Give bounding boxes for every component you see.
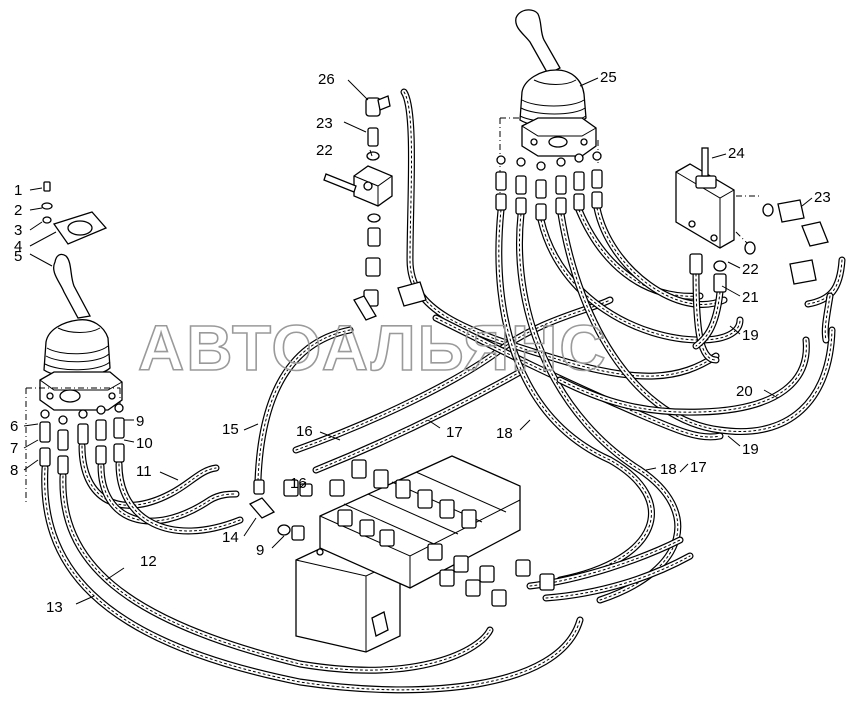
callout-c18a: 18	[496, 425, 513, 442]
callout-c15: 15	[222, 421, 239, 438]
callout-c10: 10	[136, 435, 153, 452]
callout-c9b: 9	[256, 542, 264, 559]
hose-5	[115, 460, 244, 535]
callout-c25: 25	[600, 69, 617, 86]
callout-c16a: 16	[296, 423, 313, 440]
callout-c11: 11	[136, 463, 152, 480]
hose-11	[495, 206, 655, 584]
hose-group	[41, 88, 846, 694]
callout-c19a: 19	[742, 327, 759, 344]
callout-c3: 3	[14, 222, 22, 239]
callout-c23a: 23	[316, 115, 333, 132]
hose-1	[41, 464, 584, 694]
hose-4	[97, 462, 240, 525]
callout-c2: 2	[14, 202, 22, 219]
hose-21	[821, 292, 834, 344]
hose-9	[312, 368, 524, 474]
hose-17	[593, 204, 728, 308]
leader-lines	[23, 77, 813, 605]
left-joystick	[25, 253, 125, 505]
callout-c22b: 22	[742, 261, 759, 278]
hose-3	[78, 442, 220, 509]
switch-bracket	[675, 147, 829, 293]
callout-c6: 6	[10, 418, 18, 435]
callout-c5: 5	[14, 248, 22, 265]
hose-23	[542, 552, 694, 602]
callout-c19b: 19	[742, 441, 759, 458]
control-valve-bank	[248, 455, 555, 653]
callout-c20: 20	[736, 383, 753, 400]
top-left-small-parts	[41, 181, 108, 245]
hose-15	[556, 336, 810, 416]
hose-12	[516, 210, 682, 604]
watermark: АВТОАЛЬЯНС	[138, 312, 608, 384]
callout-c8: 8	[10, 462, 18, 479]
hose-14	[557, 210, 836, 435]
callout-c4: 4	[14, 238, 22, 255]
callout-c23b: 23	[814, 189, 831, 206]
callout-c14: 14	[222, 529, 239, 546]
hose-16	[575, 206, 704, 300]
hose-19	[692, 288, 724, 350]
center-valve-block	[323, 95, 427, 321]
callout-c12: 12	[140, 553, 157, 570]
hose-7	[400, 88, 720, 380]
hose-6	[254, 326, 354, 484]
callout-c17a: 17	[446, 424, 463, 441]
callout-c16b: 16	[290, 475, 307, 492]
callout-c26: 26	[318, 71, 335, 88]
callout-c17b: 17	[690, 459, 707, 476]
callout-c18b: 18	[660, 461, 677, 478]
right-joystick	[495, 9, 603, 221]
callout-c22a: 22	[316, 142, 333, 159]
callout-c1: 1	[14, 182, 22, 199]
hose-13	[537, 216, 744, 344]
hose-20	[804, 256, 846, 308]
callout-c9a: 9	[136, 413, 144, 430]
callout-c21: 21	[742, 289, 759, 306]
hose-2	[59, 472, 494, 674]
hose-8	[292, 296, 614, 454]
callout-c24: 24	[728, 145, 745, 162]
callout-c7: 7	[10, 440, 18, 457]
callout-c13: 13	[46, 599, 63, 616]
